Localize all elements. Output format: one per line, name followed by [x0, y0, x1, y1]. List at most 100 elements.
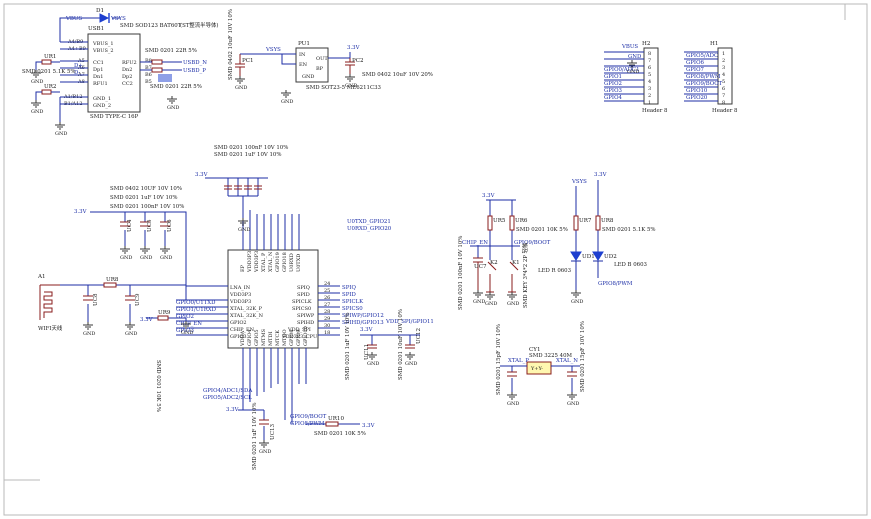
left-cap-wires — [90, 211, 187, 300]
h1-num: 2 — [722, 58, 725, 64]
leds-vsys: VSYS — [571, 179, 587, 185]
ground-label: GND — [405, 361, 417, 367]
led-pwm-net: GPIO8/PWM — [598, 281, 633, 287]
left-cap-3: SMD 0201 100nF 10V 10% — [110, 204, 184, 210]
mcu-bottom-stubs — [242, 348, 307, 424]
ground-icon: GND — [181, 321, 193, 336]
ldo-cap-in: SMD 0402 10uF 10V 10% — [228, 9, 234, 80]
ground-icon: GND — [259, 440, 271, 455]
spi-cap-net: 3.3V — [360, 327, 373, 333]
ur2-ref: UR2 — [44, 84, 57, 90]
usb-pin: VBUS_1 — [92, 41, 114, 47]
antenna-cap-wires — [87, 285, 131, 322]
uc13-ref: UC13 — [270, 423, 276, 440]
mcu-pin-num: 24 — [324, 281, 330, 287]
h1-num: 3 — [722, 65, 725, 71]
ground-icon: GND — [125, 322, 137, 337]
mcu-body — [227, 249, 319, 349]
resistor-ur10 — [325, 421, 339, 427]
ground-icon: GND — [627, 60, 639, 75]
h1-ref: H1 — [710, 41, 718, 47]
ldo-cout-ref: PC2 — [352, 58, 364, 64]
h2-pin: GPIO0/ADC1 — [604, 67, 640, 73]
ground-label: GND — [507, 401, 519, 407]
h1-num: 5 — [722, 79, 725, 85]
crystal-ref: CY1 — [529, 347, 541, 353]
mcu-pin-left: VDD3P3 — [229, 292, 251, 298]
bottom-cap-wire — [238, 409, 265, 440]
diode-symbol — [99, 13, 110, 23]
top-cap-2: SMD 0201 1uF 10V 10% — [214, 152, 281, 158]
usbd-n-label: USBD_N — [183, 60, 207, 66]
ground-label: GND — [31, 79, 43, 85]
uc4-ref: UC4 — [127, 219, 133, 232]
mcu-pin-top: U0RXD — [289, 253, 295, 272]
mcu-pin-bottom: GPIO10 — [303, 326, 309, 346]
h2-pin: GPIO4 — [604, 95, 622, 101]
left-cap-2: SMD 0201 1uF 10V 10% — [110, 195, 177, 201]
ldo-pin: OUT — [316, 56, 328, 62]
led-red-part: LED R 0603 — [538, 268, 572, 274]
ldo-cout — [345, 58, 355, 74]
resistor-ur1 — [41, 59, 52, 65]
keys-r-value: SMD 0201 10K 5% — [516, 227, 568, 233]
mcu-pin-right: SPIQ — [297, 285, 310, 291]
ldo-pin: IN — [299, 52, 306, 58]
ground-icon: GND — [31, 100, 43, 115]
en-resistor — [157, 315, 169, 321]
ground-label: GND — [345, 83, 357, 89]
usb-pin: GND_1 — [93, 96, 111, 102]
ldo-in-label: VSYS — [265, 47, 281, 53]
resistor-ur8 — [595, 215, 601, 231]
antenna: A1 WIFI天线 UR8 UC8 UC9 — [37, 274, 186, 332]
net-gpio2: GPIO2 — [176, 314, 194, 320]
mcu-pin-num: 18 — [324, 330, 330, 336]
top-cap-1: SMD 0201 100nF 10V 10% — [214, 145, 288, 151]
ur5-ref: UR5 — [493, 218, 506, 224]
usb-pin-num: B8 — [145, 58, 152, 64]
schottky-diode: D1 VSYS SMD SOD123 BAT60T (ST整流半导体) — [88, 8, 218, 29]
mcu-pin-top: U0TXD — [296, 254, 302, 272]
ur1-value: SMD 0201 5.1K 5% — [22, 69, 76, 75]
ground-label: GND — [181, 330, 193, 336]
mcu-pin-bottom: VDDA — [240, 330, 246, 347]
mcu-pin-num: 26 — [324, 295, 330, 301]
usbd-p-label: USBD_P — [183, 68, 206, 74]
ground-label: GND — [83, 331, 95, 337]
mcu-pin-left: GPIO2 — [230, 320, 247, 326]
left-caps — [120, 221, 170, 227]
key-switches — [486, 261, 519, 293]
keys-boot-net: GPIO9/BOOT — [514, 240, 551, 246]
ur7-ref: UR7 — [579, 218, 592, 224]
ground-icon: GND — [235, 76, 247, 91]
led-cathode-wires — [571, 260, 603, 290]
led-blue-part: LED B 0603 — [614, 262, 648, 268]
h2-num: 8 — [648, 51, 651, 57]
mcu-pin-top: GPIO19 — [275, 252, 281, 272]
mcu-pin-left: XTAL_32K_P — [230, 306, 263, 312]
resistor-ur7 — [573, 215, 579, 231]
h1-num: 8 — [722, 100, 725, 106]
antenna-label: WIFI天线 — [38, 324, 63, 332]
bottom-cap — [259, 419, 269, 425]
mcu-pin-left: LNA_IN — [230, 285, 251, 291]
crystal-caps — [507, 371, 577, 377]
mcu-pin-top: EP — [240, 264, 246, 272]
ldo-wires — [240, 52, 351, 65]
h1-pin: GPIO6 — [686, 60, 704, 66]
ground-icon: GND — [55, 122, 67, 137]
ground-icon: GND — [507, 292, 519, 307]
header-h2: H2 Header 8 VBUS GND GPIO0/ADC1 GPIO1 GP… — [604, 41, 668, 114]
ground-label: GND — [367, 361, 379, 367]
usb-pin-num: B7 — [145, 65, 152, 71]
net-spiclk: SPICLK — [342, 299, 364, 305]
h2-title: Header 8 — [642, 108, 668, 114]
ground-label: GND — [485, 301, 497, 307]
header-h1: H1 Header 8 GPIO5/ADC GPIO6 GPIO7 GPIO8/… — [684, 41, 738, 114]
antenna-caps — [83, 295, 135, 301]
mcu-pin-top: XTAL_N — [268, 251, 274, 272]
ud2-ref: UD2 — [604, 254, 617, 260]
mcu-pin-right: SPIWP — [297, 313, 315, 319]
h1-pin: GPIO5/ADC — [686, 53, 718, 59]
vbus-label: VBUS — [65, 16, 82, 22]
